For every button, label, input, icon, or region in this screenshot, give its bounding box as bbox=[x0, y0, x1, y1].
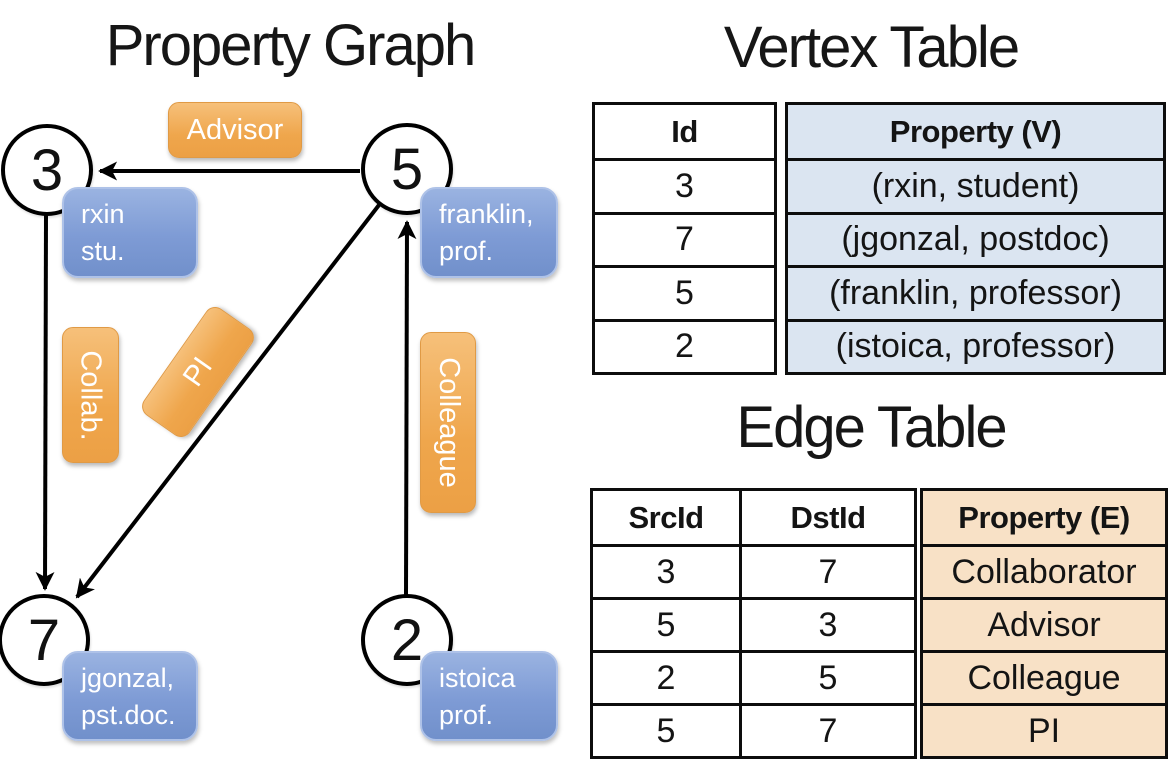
edge-table-dstid-cell: 7 bbox=[742, 703, 914, 756]
vertex-property-box-3: rxin stu. bbox=[62, 187, 198, 278]
edge-table-dstid-cell: 7 bbox=[742, 544, 914, 597]
vertex-table-property-cell: (jgonzal, postdoc) bbox=[788, 211, 1163, 265]
vertex-node-5-id: 5 bbox=[390, 136, 424, 202]
vertex-table-id-cell: 2 bbox=[595, 318, 774, 372]
edge-table-title: Edge Table bbox=[736, 395, 1007, 460]
vertex-table-title: Vertex Table bbox=[723, 15, 1020, 80]
edge-table-srcid-header: SrcId bbox=[628, 499, 704, 535]
vertex-property-2-line1: istoica bbox=[439, 663, 516, 693]
vertex-property-box-7: jgonzal, pst.doc. bbox=[62, 651, 198, 741]
edge-table-property-cell: Collaborator bbox=[923, 544, 1165, 597]
edge-table-srcid-cell: 3 bbox=[593, 544, 739, 597]
edge-table-srcid-column: SrcId 3 5 2 5 bbox=[590, 488, 742, 759]
edge-label-advisor-text: Advisor bbox=[186, 113, 284, 146]
vertex-table-property-cell: (istoica, professor) bbox=[788, 318, 1163, 372]
vertex-table-property-header: Property (V) bbox=[889, 113, 1062, 149]
vertex-table-property-cell: (franklin, professor) bbox=[788, 265, 1163, 318]
edge-label-advisor: Advisor bbox=[168, 102, 302, 158]
vertex-property-2-line2: prof. bbox=[439, 700, 494, 730]
vertex-property-7-line1: jgonzal, bbox=[81, 663, 175, 693]
vertex-property-7-line2: pst.doc. bbox=[81, 700, 176, 730]
edge-table-property-header: Property (E) bbox=[958, 499, 1130, 535]
vertex-node-2-id: 2 bbox=[390, 607, 424, 673]
graph-title: Property Graph bbox=[105, 13, 477, 78]
edge-table-dstid-cell: 5 bbox=[742, 650, 914, 703]
vertex-table-id-cell: 5 bbox=[595, 265, 774, 318]
vertex-property-box-2: istoica prof. bbox=[420, 651, 558, 741]
edge-table-property-column: Property (E) Collaborator Advisor Collea… bbox=[920, 488, 1168, 759]
edge-table-dstid-column: DstId 7 3 5 7 bbox=[739, 488, 917, 759]
vertex-node-3-id: 3 bbox=[30, 137, 64, 203]
edge-label-collab: Collab. bbox=[62, 327, 119, 463]
vertex-table-id-cell: 3 bbox=[595, 158, 774, 211]
edge-table-property-cell: Colleague bbox=[923, 650, 1165, 703]
vertex-table-property-column: Property (V) (rxin, student) (jgonzal, p… bbox=[785, 102, 1166, 375]
edge-table-srcid-cell: 5 bbox=[593, 703, 739, 756]
vertex-table-id-cell: 7 bbox=[595, 211, 774, 265]
vertex-property-3-line1: rxin bbox=[81, 199, 125, 229]
vertex-property-5-line1: franklin, bbox=[439, 199, 534, 229]
edge-label-colleague-text: Colleague bbox=[432, 357, 465, 488]
edge-table-property-cell: PI bbox=[923, 703, 1165, 756]
vertex-property-box-5: franklin, prof. bbox=[420, 187, 558, 278]
edge-table-srcid-cell: 5 bbox=[593, 597, 739, 650]
edge-label-pi-text: PI bbox=[176, 351, 219, 393]
vertex-node-3: 3 bbox=[1, 124, 93, 216]
edge-table-srcid-cell: 2 bbox=[593, 650, 739, 703]
edge-label-colleague: Colleague bbox=[420, 332, 476, 513]
vertex-table-id-header: Id bbox=[671, 113, 698, 149]
edge-collab-3-to-7-arrow bbox=[35, 213, 55, 591]
vertex-node-7-id: 7 bbox=[27, 607, 61, 673]
edge-pi-5-to-7-arrow bbox=[75, 203, 381, 599]
edge-label-collab-text: Collab. bbox=[75, 349, 107, 441]
vertex-table-id-column: Id 3 7 5 2 bbox=[592, 102, 777, 375]
edge-table-dstid-header: DstId bbox=[790, 499, 867, 535]
vertex-property-5-line2: prof. bbox=[439, 236, 494, 266]
edge-table-dstid-cell: 3 bbox=[742, 597, 914, 650]
edge-colleague-2-to-5-arrow bbox=[397, 220, 417, 596]
vertex-table-property-cell: (rxin, student) bbox=[788, 158, 1163, 211]
edge-table-property-cell: Advisor bbox=[923, 597, 1165, 650]
vertex-property-3-line2: stu. bbox=[81, 236, 125, 266]
